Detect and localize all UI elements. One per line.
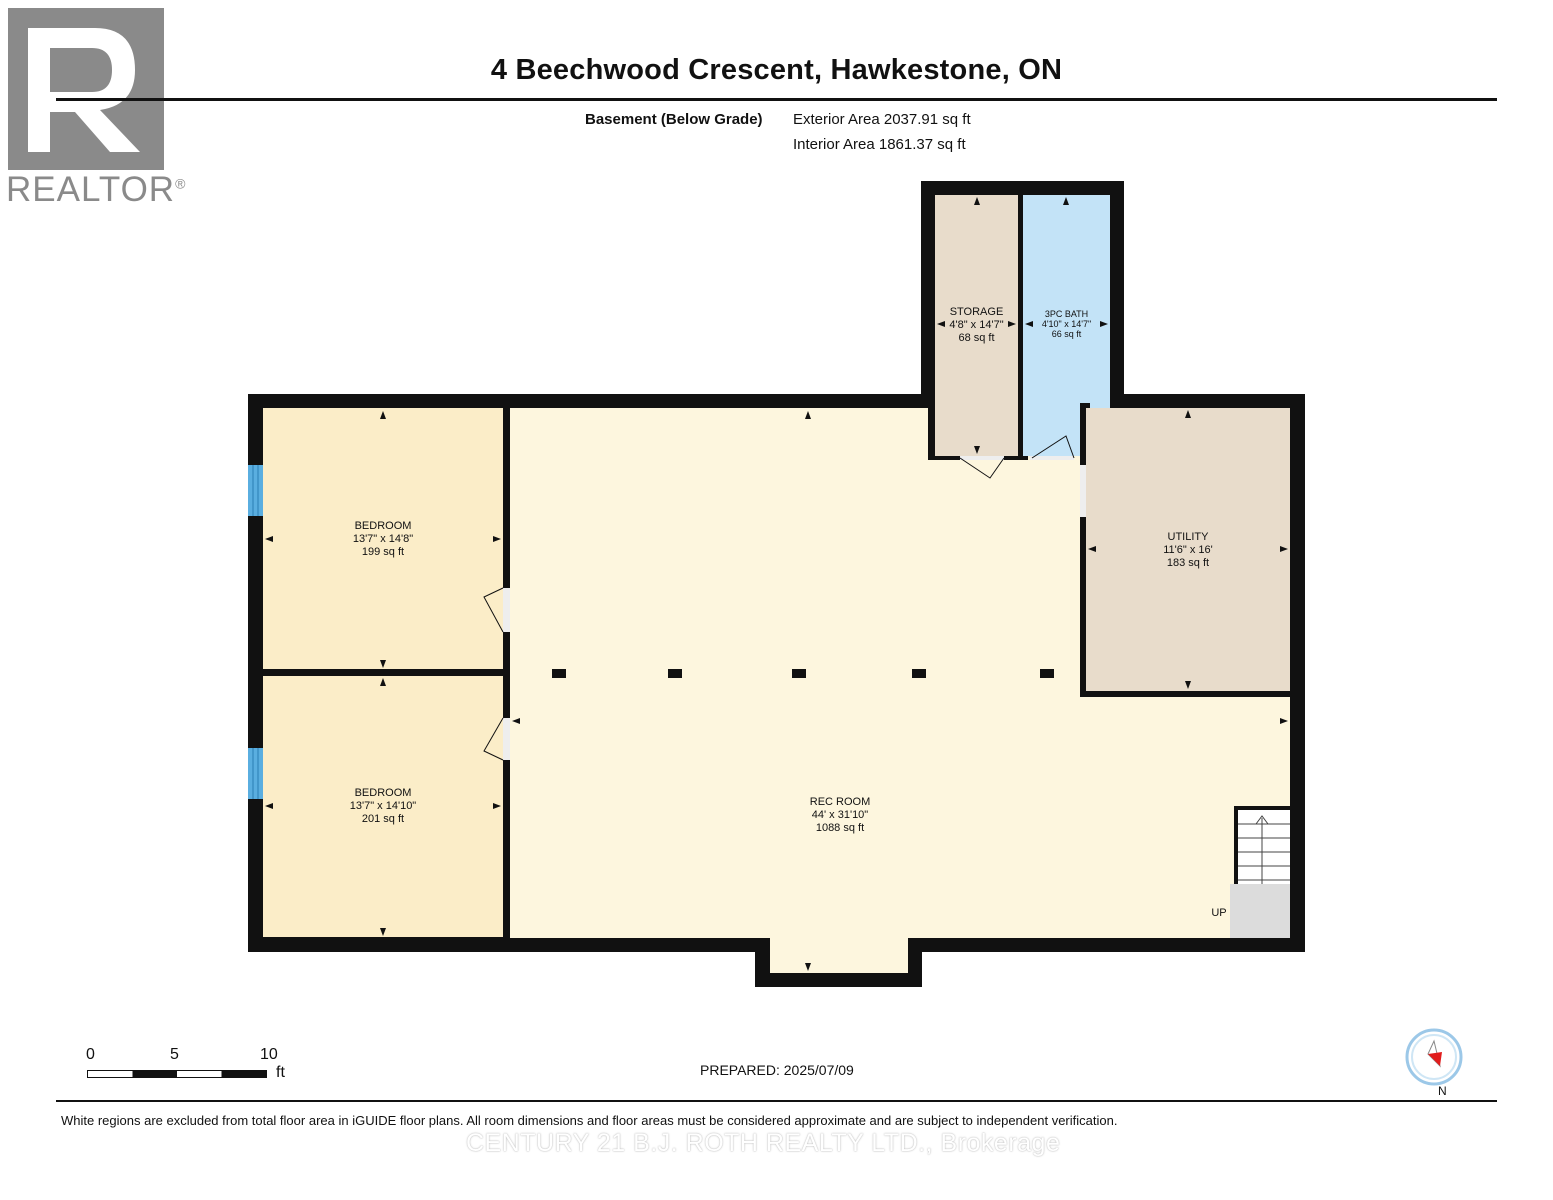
- storage-area: 68 sq ft: [958, 332, 995, 344]
- scale-unit: ft: [276, 1064, 285, 1081]
- wall-storage-bath: [1018, 195, 1023, 459]
- bedroom2-window: [248, 748, 263, 799]
- bedroom2-door-gap: [503, 718, 510, 760]
- bedroom1-label: BEDROOM 13'7" x 14'8" 199 sq ft: [263, 520, 503, 559]
- interior-area: Interior Area 1861.37 sq ft: [793, 136, 966, 153]
- realtor-logo: REALTOR®: [0, 0, 185, 215]
- rec-room-area: 1088 sq ft: [815, 822, 865, 834]
- bedroom2-door-swing: [483, 717, 504, 761]
- bath-door-swing: [1031, 435, 1075, 459]
- area-values: Exterior Area 2037.91 sq ft Interior Are…: [793, 107, 971, 157]
- bedroom2-area: 201 sq ft: [361, 813, 405, 825]
- bedroom1-window: [248, 465, 263, 516]
- scale-bar-graphic: [87, 1070, 267, 1078]
- storage-door-gap: [960, 456, 1004, 460]
- prepared-date: PREPARED: 2025/07/09: [700, 1062, 854, 1078]
- bath-door-gap: [1030, 456, 1074, 460]
- support-post: [668, 669, 682, 678]
- storage-floor: [935, 195, 1018, 456]
- compass: N: [1400, 1026, 1470, 1100]
- brokerage-watermark: CENTURY 21 B.J. ROTH REALTY LTD., Broker…: [466, 1129, 1061, 1157]
- support-post: [552, 669, 566, 678]
- bath-label: 3PC BATH 4'10" x 14'7" 66 sq ft: [1023, 309, 1110, 339]
- rec-room-name: REC ROOM: [809, 796, 871, 808]
- stairs-up-label: UP: [1211, 907, 1227, 919]
- wall-utility-bottom: [1080, 691, 1290, 697]
- bath-dims: 4'10" x 14'7": [1041, 319, 1092, 329]
- wall-bedroom-rec: [503, 408, 510, 938]
- utility-name: UTILITY: [1167, 531, 1209, 543]
- storage-label: STORAGE 4'8" x 14'7" 68 sq ft: [935, 306, 1018, 345]
- rec-room-alcove: [770, 936, 908, 973]
- support-post: [912, 669, 926, 678]
- utility-dims: 11'6" x 16': [1163, 544, 1213, 556]
- floor-label: Basement (Below Grade): [585, 111, 763, 128]
- scale-tick-0: 0: [86, 1046, 95, 1063]
- compass-north-label: N: [1438, 1084, 1447, 1098]
- bedroom2-label: BEDROOM 13'7" x 14'10" 201 sq ft: [263, 787, 503, 826]
- header-divider: [56, 98, 1497, 101]
- stairs: [1230, 806, 1290, 938]
- bedroom2-floor: [263, 676, 503, 937]
- support-post: [792, 669, 806, 678]
- wall-utility-left: [1080, 404, 1086, 697]
- rec-room-label: REC ROOM 44' x 31'10" 1088 sq ft: [740, 796, 940, 835]
- realtor-r-mark: [8, 8, 164, 170]
- bedroom1-name: BEDROOM: [354, 520, 412, 532]
- exterior-area: Exterior Area 2037.91 sq ft: [793, 111, 971, 128]
- bath-name: 3PC BATH: [1044, 309, 1089, 319]
- wall-bath-right: [1110, 195, 1124, 408]
- bedroom1-door-gap: [503, 588, 510, 632]
- storage-door-swing: [959, 457, 1005, 479]
- compass-icon: [1405, 1028, 1463, 1086]
- scale-tick-10: 10: [260, 1046, 278, 1063]
- utility-label: UTILITY 11'6" x 16' 183 sq ft: [1086, 531, 1290, 570]
- wall-storage-left: [928, 394, 935, 459]
- bedroom2-name: BEDROOM: [354, 787, 412, 799]
- area-summary: Basement (Below Grade): [585, 107, 763, 132]
- utility-door-gap: [1080, 465, 1086, 517]
- scale-tick-5: 5: [170, 1046, 179, 1063]
- bedroom2-dims: 13'7" x 14'10": [349, 800, 417, 812]
- bedroom1-dims: 13'7" x 14'8": [352, 533, 414, 545]
- utility-floor: [1086, 408, 1290, 691]
- bedroom1-floor: [263, 408, 503, 669]
- bath-area: 66 sq ft: [1051, 329, 1082, 339]
- wall-bedroom-divider: [263, 669, 508, 676]
- storage-name: STORAGE: [949, 306, 1004, 318]
- disclaimer: White regions are excluded from total fl…: [61, 1113, 1118, 1128]
- realtor-wordmark: REALTOR®: [6, 170, 187, 209]
- storage-dims: 4'8" x 14'7": [949, 319, 1004, 331]
- page-title: 4 Beechwood Crescent, Hawkestone, ON: [490, 54, 1063, 86]
- bedroom1-area: 199 sq ft: [361, 546, 405, 558]
- support-post: [1040, 669, 1054, 678]
- scale-bar: 0 5 10 ft: [84, 1046, 294, 1086]
- utility-area: 183 sq ft: [1166, 557, 1210, 569]
- wall-utility-top: [1080, 403, 1090, 408]
- rec-room-dims: 44' x 31'10": [811, 809, 869, 821]
- dimension-arrows: [265, 197, 1288, 971]
- footer-divider: [56, 1100, 1497, 1102]
- bedroom1-door-swing: [483, 587, 504, 633]
